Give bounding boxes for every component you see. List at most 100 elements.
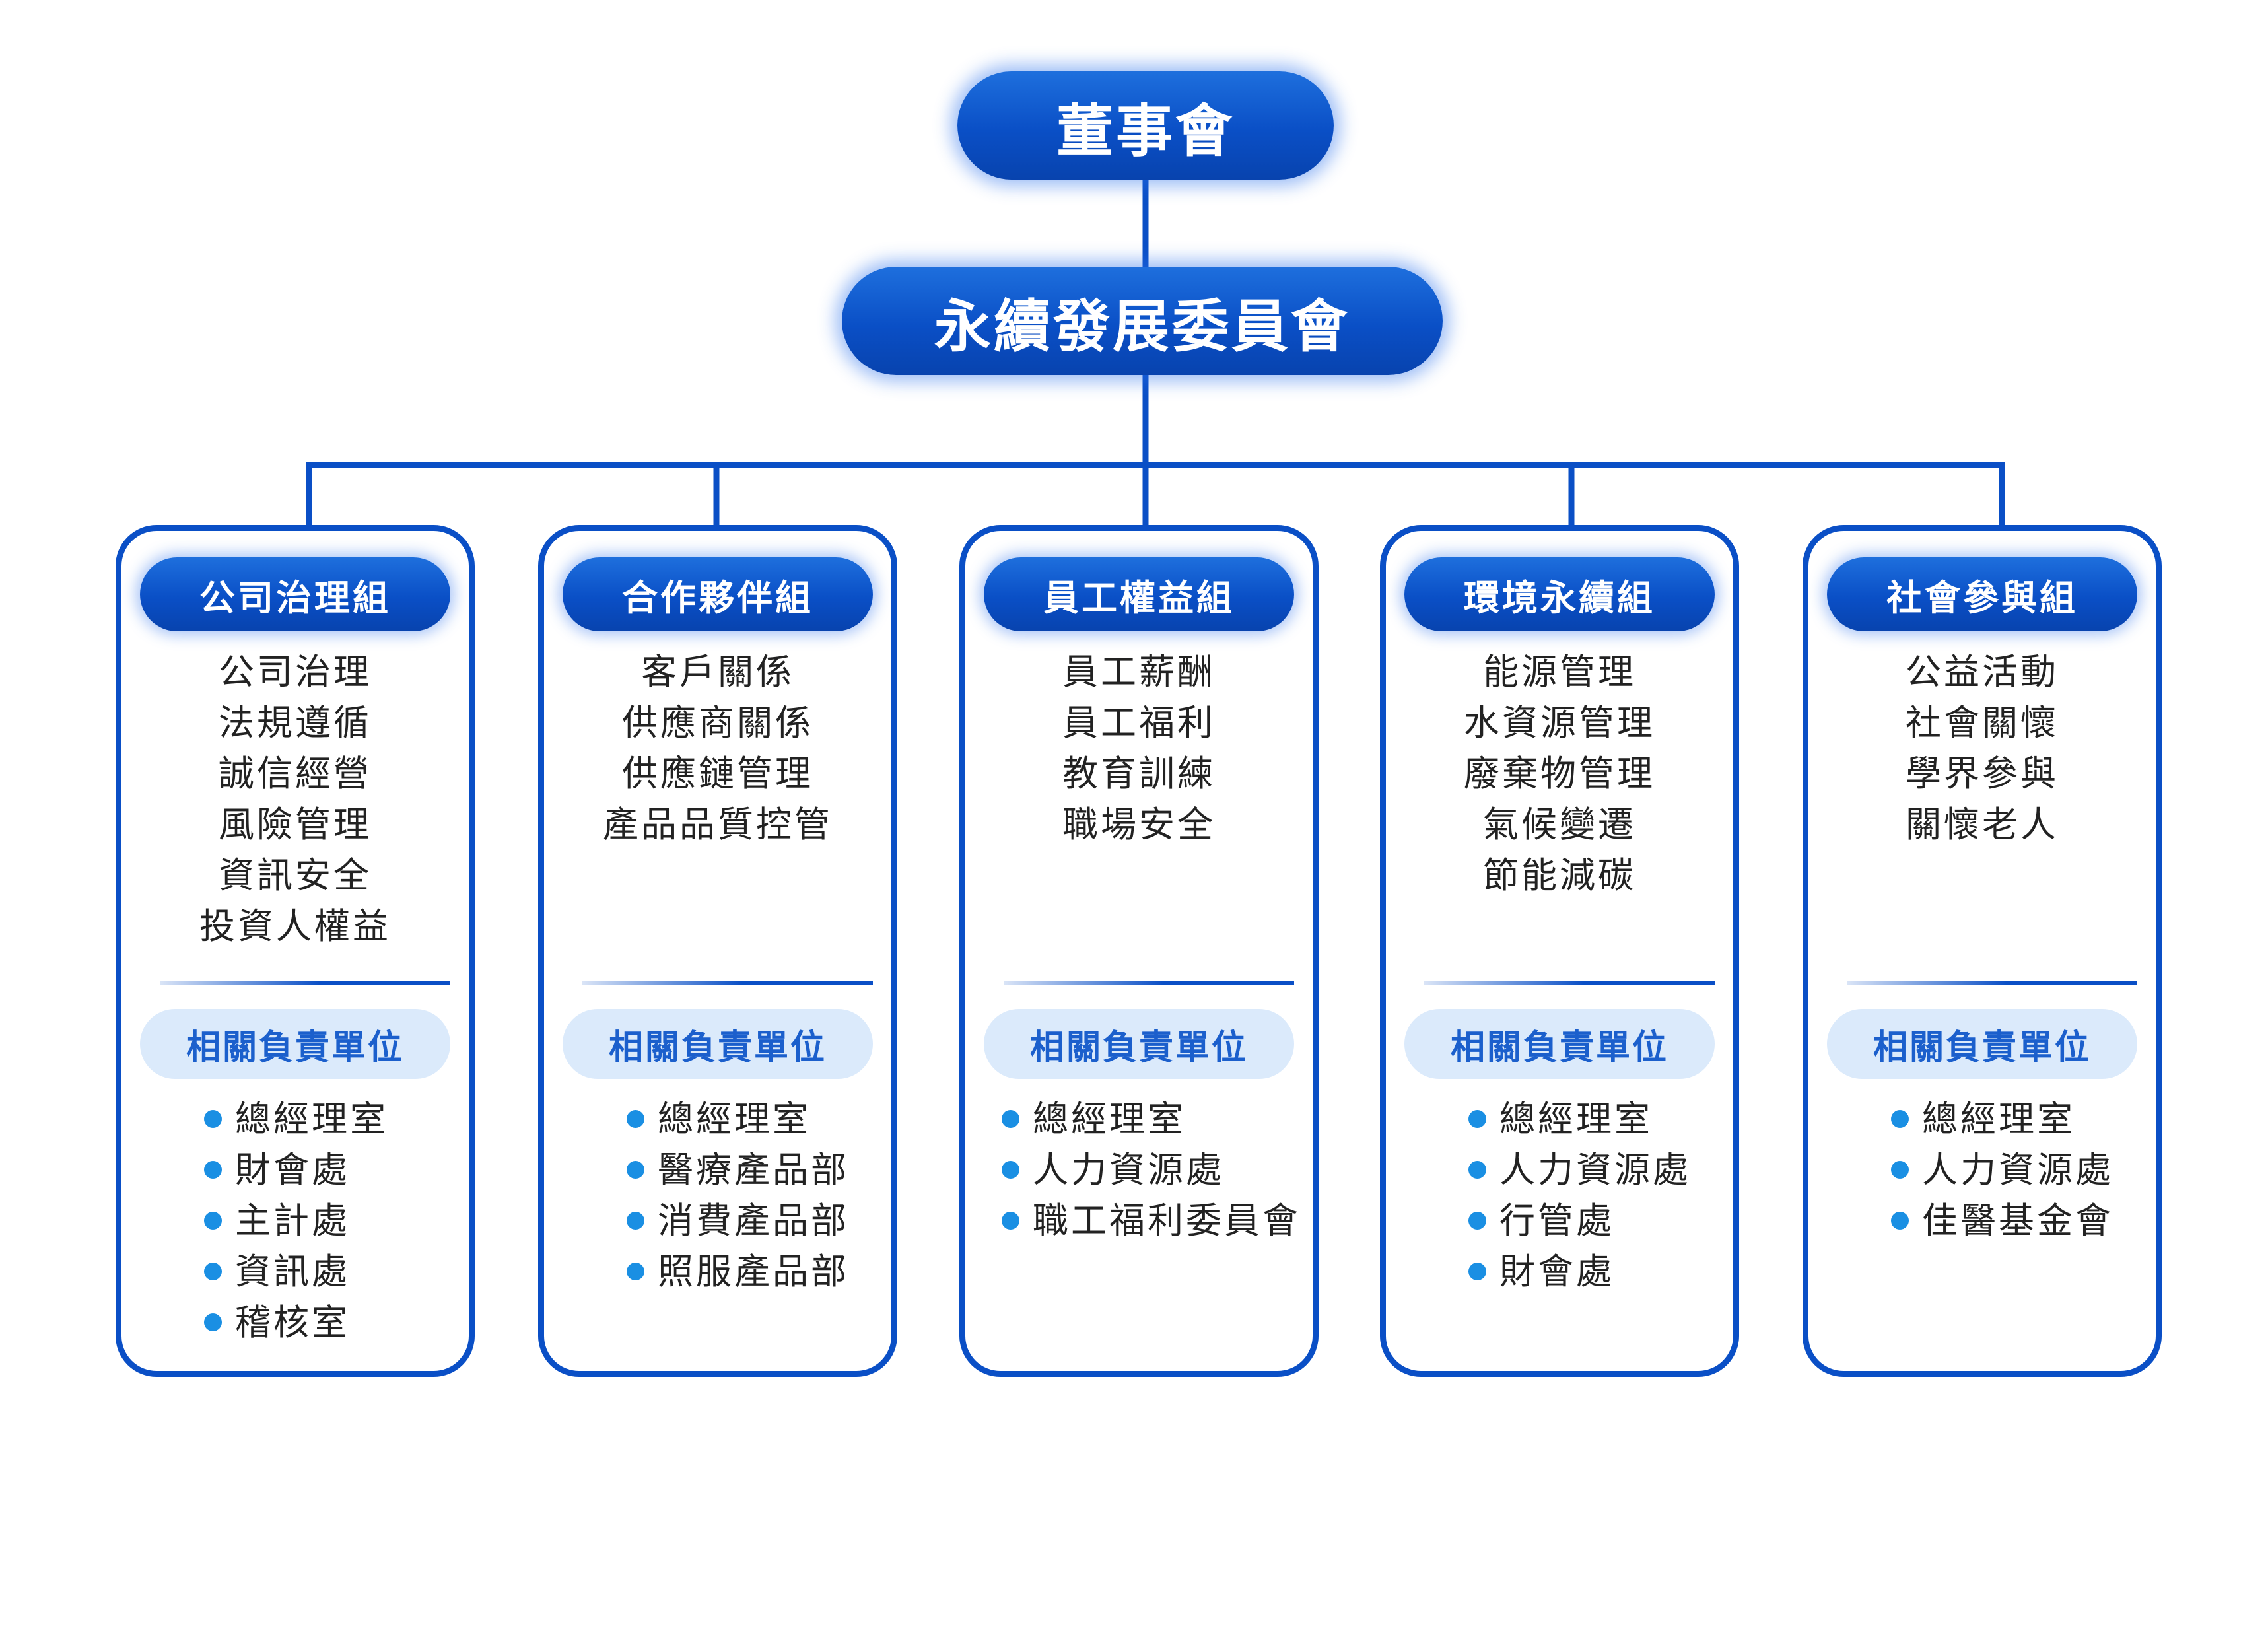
group-title: 環境永續組 <box>1404 557 1715 631</box>
unit-item: 佳醫基金會 <box>1891 1195 2113 1246</box>
unit-label: 職工福利委員會 <box>1033 1200 1301 1241</box>
topic-item: 供應鏈管理 <box>622 753 813 794</box>
unit-label: 總經理室 <box>1922 1098 2075 1140</box>
topic-item: 投資人權益 <box>199 905 391 947</box>
unit-item: 消費產品部 <box>627 1195 849 1246</box>
topic-item: 教育訓練 <box>1062 753 1216 794</box>
unit-label: 人力資源處 <box>1922 1149 2113 1191</box>
unit-item: 總經理室 <box>1891 1094 2113 1144</box>
topic-item: 氣候變遷 <box>1483 804 1636 845</box>
unit-label: 總經理室 <box>1499 1098 1653 1140</box>
bullet-icon <box>1468 1212 1486 1230</box>
committee-node: 永續發展委員會 <box>842 267 1443 375</box>
bullet-icon <box>627 1110 644 1128</box>
divider <box>1004 981 1294 985</box>
topic-item: 客戶關係 <box>641 651 794 693</box>
divider <box>160 981 450 985</box>
unit-label: 消費產品部 <box>658 1200 849 1241</box>
divider <box>582 981 873 985</box>
topic-item: 供應商關係 <box>622 702 813 744</box>
responsible-units-label: 相關負責單位 <box>1827 1009 2137 1079</box>
bullet-icon <box>204 1212 222 1230</box>
topic-item: 公益活動 <box>1906 651 2059 693</box>
bullet-icon <box>204 1263 222 1280</box>
group-title: 社會參與組 <box>1827 557 2137 631</box>
topic-list: 公益活動 社會關懷 學界參與 關懷老人 <box>1808 646 2156 850</box>
topic-list: 公司治理 法規遵循 誠信經營 風險管理 資訊安全 投資人權益 <box>121 646 469 952</box>
topic-item: 風險管理 <box>219 804 372 845</box>
bullet-icon <box>627 1161 644 1179</box>
topic-item: 社會關懷 <box>1906 702 2059 744</box>
unit-label: 財會處 <box>1499 1251 1614 1292</box>
unit-label: 佳醫基金會 <box>1922 1200 2113 1241</box>
bullet-icon <box>1002 1161 1019 1179</box>
topic-item: 公司治理 <box>219 651 372 693</box>
unit-list: 總經理室 人力資源處 行管處 財會處 <box>1468 1094 1691 1297</box>
unit-item: 行管處 <box>1468 1195 1691 1246</box>
unit-list: 總經理室 人力資源處 佳醫基金會 <box>1891 1094 2113 1246</box>
unit-item: 總經理室 <box>627 1094 849 1144</box>
group-title: 公司治理組 <box>140 557 450 631</box>
board-label: 董事會 <box>1056 98 1235 164</box>
committee-label: 永續發展委員會 <box>934 293 1350 360</box>
topic-item: 學界參與 <box>1906 753 2059 794</box>
unit-list: 總經理室 財會處 主計處 資訊處 稽核室 <box>204 1094 388 1348</box>
unit-label: 總經理室 <box>658 1098 811 1140</box>
unit-item: 照服產品部 <box>627 1246 849 1297</box>
unit-label: 稽核室 <box>235 1302 350 1343</box>
unit-item: 總經理室 <box>1468 1094 1691 1144</box>
unit-label: 行管處 <box>1499 1200 1614 1241</box>
unit-item: 資訊處 <box>204 1246 388 1297</box>
unit-item: 主計處 <box>204 1195 388 1246</box>
bullet-icon <box>627 1263 644 1280</box>
unit-item: 總經理室 <box>1002 1094 1301 1144</box>
topic-item: 能源管理 <box>1483 651 1636 693</box>
unit-item: 總經理室 <box>204 1094 388 1144</box>
unit-label: 人力資源處 <box>1499 1149 1691 1191</box>
bullet-icon <box>1468 1161 1486 1179</box>
unit-label: 資訊處 <box>235 1251 350 1292</box>
unit-item: 稽核室 <box>204 1297 388 1348</box>
board-node: 董事會 <box>957 71 1334 180</box>
unit-list: 總經理室 人力資源處 職工福利委員會 <box>1002 1094 1301 1246</box>
group-title: 員工權益組 <box>984 557 1294 631</box>
unit-item: 人力資源處 <box>1002 1144 1301 1195</box>
topic-item: 資訊安全 <box>219 854 372 896</box>
group-card-corporate-governance: 公司治理組 公司治理 法規遵循 誠信經營 風險管理 資訊安全 投資人權益 相關負… <box>116 525 475 1377</box>
unit-label: 照服產品部 <box>658 1251 849 1292</box>
topic-list: 員工薪酬 員工福利 教育訓練 職場安全 <box>965 646 1313 850</box>
bullet-icon <box>1891 1110 1909 1128</box>
bullet-icon <box>1891 1212 1909 1230</box>
unit-item: 人力資源處 <box>1891 1144 2113 1195</box>
bullet-icon <box>1891 1161 1909 1179</box>
bullet-icon <box>627 1212 644 1230</box>
topic-list: 客戶關係 供應商關係 供應鏈管理 產品品質控管 <box>544 646 891 850</box>
topic-item: 水資源管理 <box>1464 702 1655 744</box>
bullet-icon <box>204 1313 222 1331</box>
unit-item: 財會處 <box>204 1144 388 1195</box>
bullet-icon <box>1468 1110 1486 1128</box>
responsible-units-label: 相關負責單位 <box>140 1009 450 1079</box>
topic-item: 法規遵循 <box>219 702 372 744</box>
bullet-icon <box>1002 1212 1019 1230</box>
bullet-icon <box>1468 1263 1486 1280</box>
unit-label: 主計處 <box>235 1200 350 1241</box>
unit-label: 醫療產品部 <box>658 1149 849 1191</box>
topic-item: 產品品質控管 <box>603 804 833 845</box>
group-title: 合作夥伴組 <box>563 557 873 631</box>
topic-item: 誠信經營 <box>219 753 372 794</box>
topic-item: 關懷老人 <box>1906 804 2059 845</box>
unit-list: 總經理室 醫療產品部 消費產品部 照服產品部 <box>627 1094 849 1297</box>
unit-item: 人力資源處 <box>1468 1144 1691 1195</box>
topic-item: 員工福利 <box>1062 702 1216 744</box>
divider <box>1424 981 1715 985</box>
unit-label: 總經理室 <box>235 1098 388 1140</box>
unit-item: 醫療產品部 <box>627 1144 849 1195</box>
unit-label: 人力資源處 <box>1033 1149 1224 1191</box>
unit-item: 職工福利委員會 <box>1002 1195 1301 1246</box>
topic-item: 廢棄物管理 <box>1464 753 1655 794</box>
group-card-employee-rights: 員工權益組 員工薪酬 員工福利 教育訓練 職場安全 相關負責單位 總經理室 人力… <box>959 525 1319 1377</box>
bullet-icon <box>204 1110 222 1128</box>
topic-list: 能源管理 水資源管理 廢棄物管理 氣候變遷 節能減碳 <box>1386 646 1733 901</box>
